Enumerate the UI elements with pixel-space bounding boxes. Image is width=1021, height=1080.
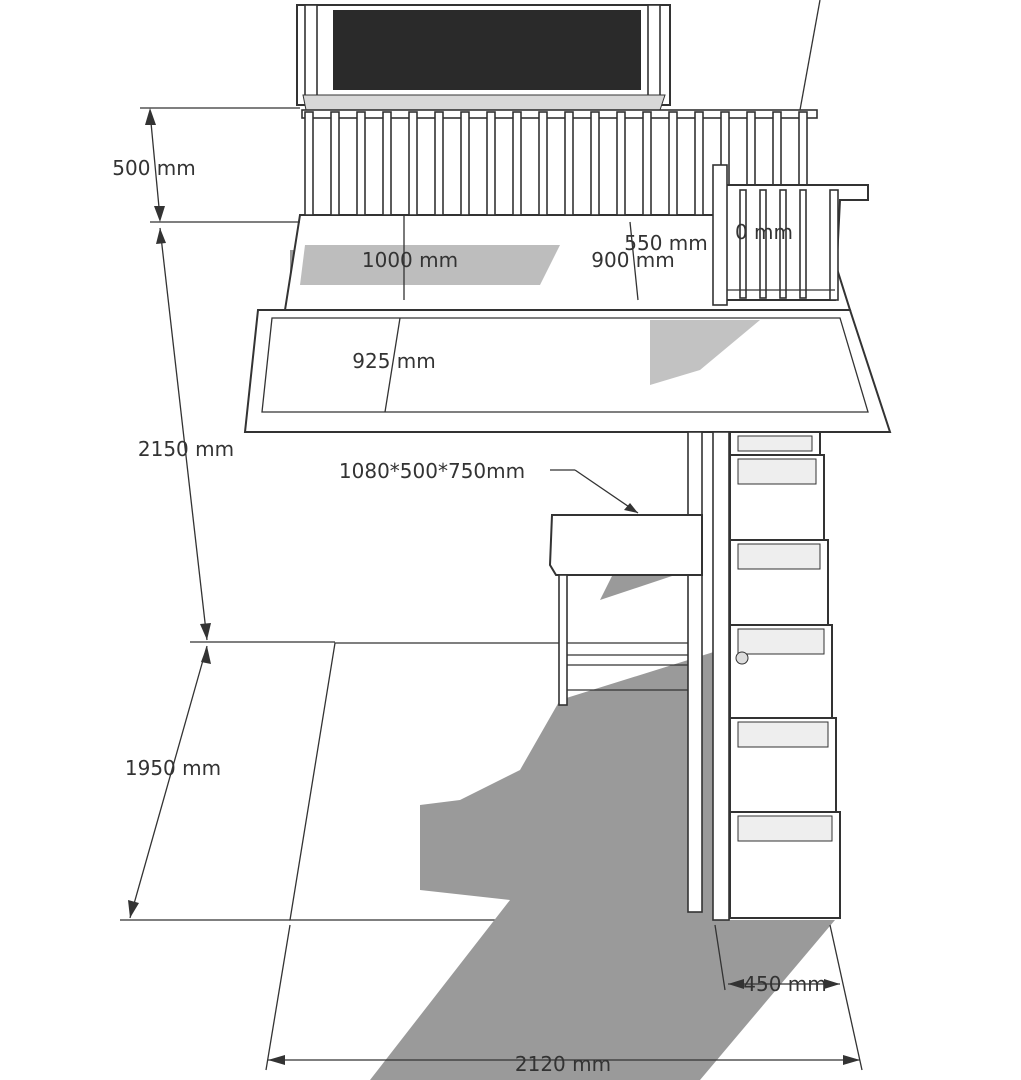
platform-frame: [243, 309, 892, 433]
rail-baluster: [616, 111, 626, 216]
desk: [548, 514, 703, 706]
rail-baluster: [512, 111, 522, 216]
headboard: [296, 4, 671, 111]
support-post: [687, 431, 703, 913]
stair-tread: [737, 628, 825, 655]
stair-cabinet: [729, 431, 841, 919]
label-stair-width: 450 mm: [743, 972, 827, 996]
rail-baluster: [590, 111, 600, 216]
rail-baluster: [460, 111, 470, 216]
back-railing: [301, 109, 818, 216]
label-desk-size: 1080*500*750mm: [339, 459, 525, 483]
rail-baluster: [564, 111, 574, 216]
stair-tread: [737, 815, 833, 842]
rail-baluster: [304, 111, 314, 216]
mattress-shadow: [300, 245, 560, 285]
rail-baluster: [356, 111, 366, 216]
rail-baluster: [382, 111, 392, 216]
rail-baluster: [486, 111, 496, 216]
rail-baluster: [668, 111, 678, 216]
stair-railing: [712, 164, 869, 306]
ladder-rail: [712, 431, 730, 921]
label-bed-length: 1950 mm: [125, 756, 221, 780]
rail-baluster: [434, 111, 444, 216]
stair-tread: [737, 721, 829, 748]
stair-tread: [737, 458, 817, 485]
headboard-mesh: [333, 10, 641, 90]
label-guard-height: 500 mm: [112, 156, 196, 180]
label-rail-gap: 550 mm: [624, 231, 708, 255]
rail-baluster: [408, 111, 418, 216]
rail-knob: [735, 651, 749, 665]
label-opening: 900 mm: [591, 248, 675, 272]
label-platform-depth: 925 mm: [352, 349, 436, 373]
stair-tread: [737, 543, 821, 570]
label-total-width: 2120 mm: [515, 1052, 611, 1076]
rail-baluster: [694, 111, 704, 216]
platform-rail-shadow: [650, 320, 760, 385]
label-mattress-width: 1000 mm: [362, 248, 458, 272]
rail-baluster: [642, 111, 652, 216]
dimension-lines: [120, 0, 863, 1071]
stair-tread: [737, 435, 813, 452]
platform-inner: [261, 317, 869, 413]
rail-baluster: [330, 111, 340, 216]
rail-baluster: [538, 111, 548, 216]
rail-top: [301, 109, 818, 119]
label-loft-height: 2150 mm: [138, 437, 234, 461]
label-rail-gap-partial: 0 mm: [735, 220, 793, 244]
